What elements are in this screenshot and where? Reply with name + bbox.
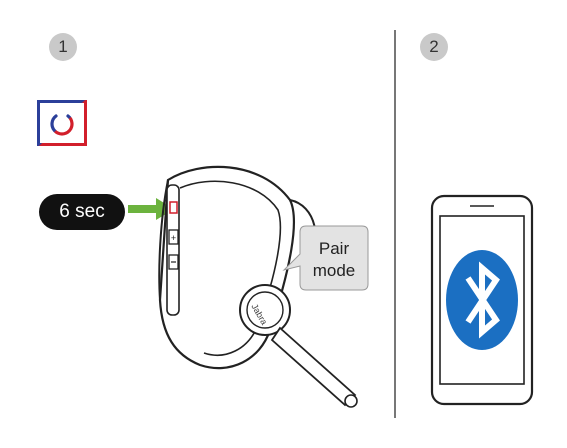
step-2-badge: 2 [420, 33, 448, 61]
bluetooth-icon [446, 250, 518, 350]
bubble-line-1: Pair [318, 239, 350, 258]
smartphone-icon [430, 194, 534, 406]
step-divider [394, 30, 396, 418]
pair-mode-text: Pair mode [303, 238, 365, 282]
pair-mode-bubble [282, 225, 369, 291]
duration-label: 6 sec [39, 194, 125, 230]
svg-text:+: + [171, 233, 176, 243]
power-icon [37, 100, 87, 146]
bubble-line-2: mode [312, 261, 356, 280]
step-1-badge: 1 [49, 33, 77, 61]
headset-icon: + [158, 165, 358, 408]
